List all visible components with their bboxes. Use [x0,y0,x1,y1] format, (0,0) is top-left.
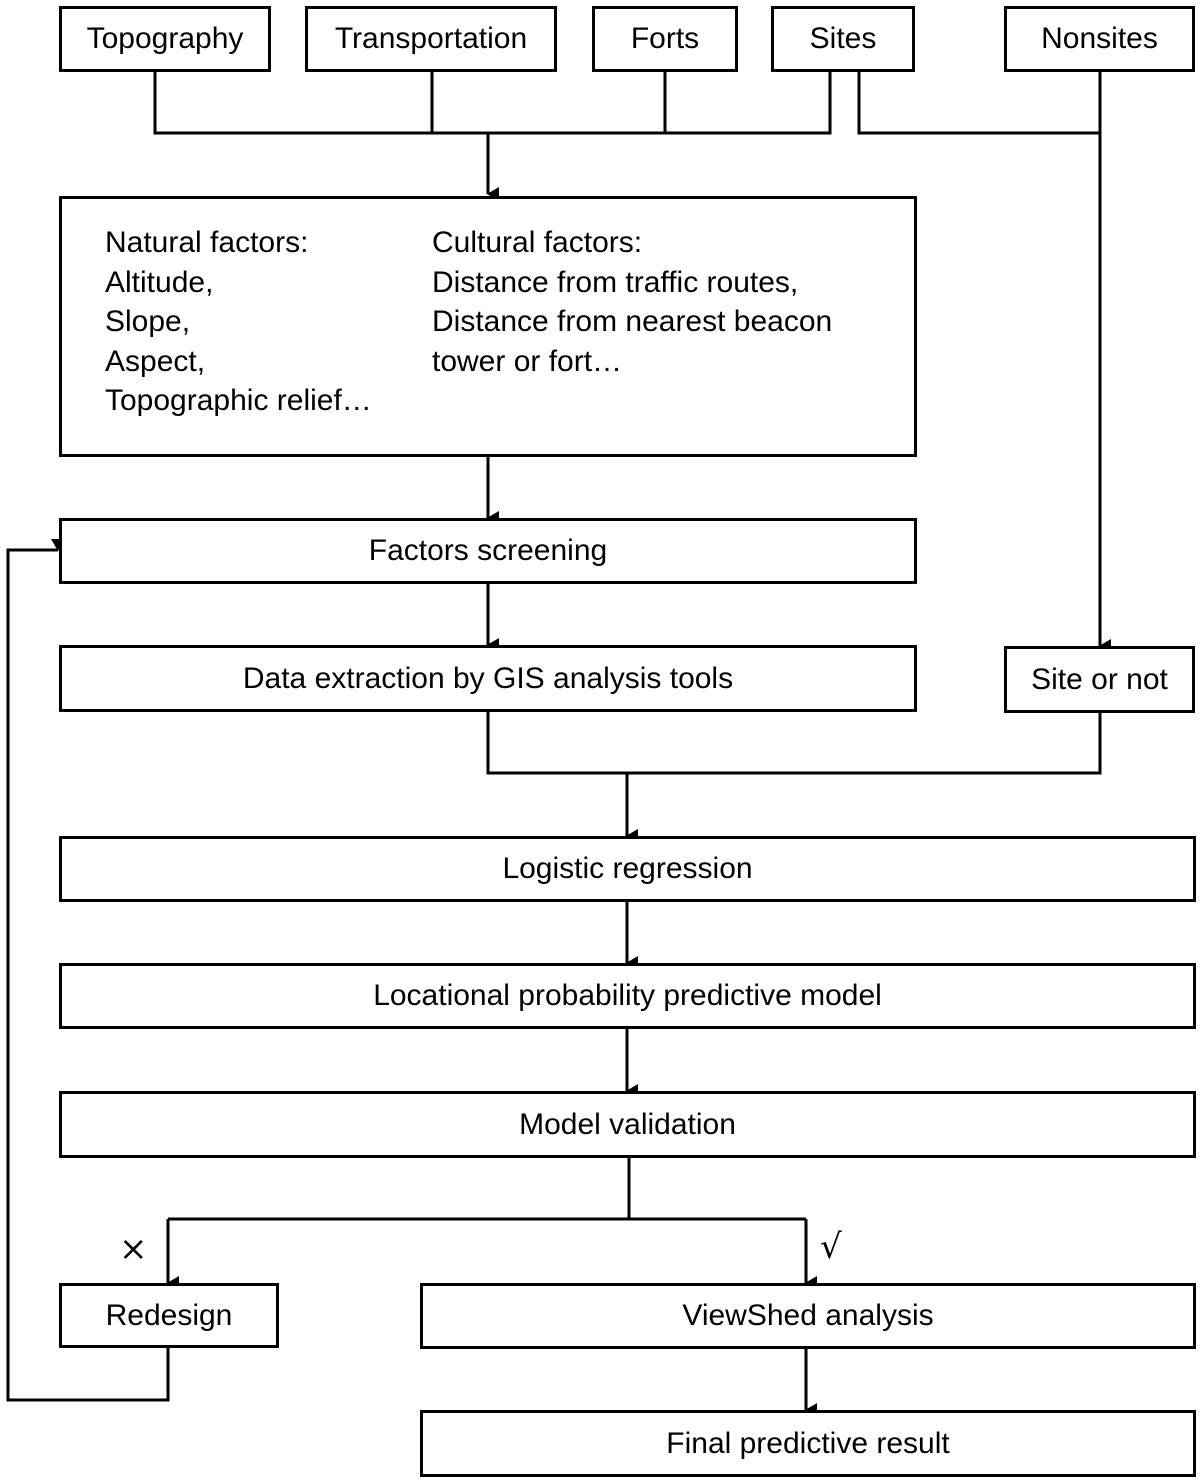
nonsites-label: Nonsites [1041,22,1158,55]
transportation-label: Transportation [334,22,528,55]
redesign-label: Redesign [105,1298,233,1332]
logistic-regression-box: Logistic regression [59,836,1196,902]
transportation-box: Transportation [305,6,557,72]
fail-mark-icon: × [119,1229,148,1269]
site-or-not-label: Site or not [1031,662,1168,696]
predictive-model-label: Locational probability predictive model [373,979,882,1012]
topography-label: Topography [86,22,244,55]
connector-sites-nonsites [857,72,1100,135]
factors-screening-box: Factors screening [59,518,917,584]
logistic-regression-label: Logistic regression [502,852,753,885]
factors-screening-label: Factors screening [368,534,608,567]
nonsites-box: Nonsites [1004,6,1195,72]
data-extraction-box: Data extraction by GIS analysis tools [59,645,917,712]
natural-factors-heading: Natural factors: [105,226,309,259]
natural-factor-item: Slope, [105,305,191,338]
sites-box: Sites [771,6,915,72]
cultural-factor-item: tower or fort… [432,344,623,378]
pass-mark-icon: √ [820,1227,842,1267]
viewshed-label: ViewShed analysis [682,1299,934,1332]
final-result-box: Final predictive result [420,1410,1196,1477]
predictive-model-box: Locational probability predictive model [59,963,1196,1029]
final-result-label: Final predictive result [666,1426,950,1460]
redesign-box: Redesign [59,1283,279,1348]
sites-label: Sites [809,22,877,55]
arrow-feedback-loop [6,539,170,1402]
model-validation-label: Model validation [519,1107,736,1141]
forts-label: Forts [630,22,700,55]
natural-factor-item: Topographic relief… [105,384,372,417]
connector-validation-split [168,1157,806,1221]
forts-box: Forts [592,6,738,72]
connector-inputs-merge [153,72,832,135]
cultural-factors-list: Cultural factors: Distance from traffic … [432,223,832,381]
model-validation-box: Model validation [59,1091,1196,1158]
cultural-factor-item: Distance from nearest beacon [432,305,833,338]
cultural-factor-item: Distance from traffic routes, [432,265,799,299]
data-extraction-label: Data extraction by GIS analysis tools [242,661,734,695]
natural-factors-list: Natural factors: Altitude, Slope, Aspect… [105,223,372,421]
cultural-factors-heading: Cultural factors: [432,226,643,259]
natural-factor-item: Aspect, [105,344,206,378]
connector-extraction-site-merge [486,711,1102,775]
site-or-not-box: Site or not [1004,646,1195,713]
topography-box: Topography [59,6,271,72]
viewshed-box: ViewShed analysis [420,1283,1196,1349]
natural-factor-item: Altitude, [105,265,214,299]
factors-box: Natural factors: Altitude, Slope, Aspect… [59,196,917,457]
